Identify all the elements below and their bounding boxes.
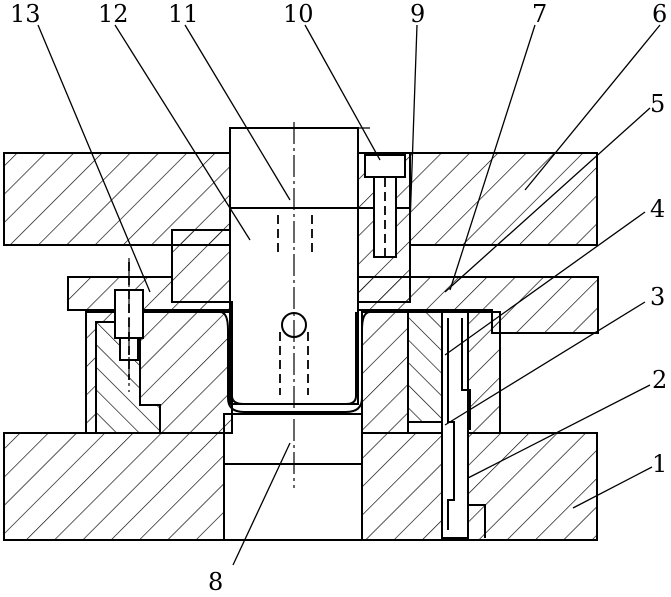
right-die-blocks: [361, 311, 501, 539]
callout-13: 13: [10, 0, 41, 28]
callout-8: 8: [208, 568, 223, 596]
punch-column: [229, 127, 370, 209]
callout-4: 4: [650, 195, 665, 223]
callout-3: 3: [650, 283, 665, 311]
formed-u-part: [219, 311, 371, 413]
callout-6: 6: [652, 0, 667, 28]
callout-7: 7: [532, 0, 547, 28]
screw-right: [364, 154, 406, 262]
leader-lines: [37, 24, 661, 566]
callout-11: 11: [168, 0, 199, 28]
callout-9: 9: [410, 0, 425, 28]
callout-12: 12: [98, 0, 129, 28]
stripper-plate: [67, 276, 599, 334]
callout-5: 5: [650, 90, 665, 118]
callout-2: 2: [652, 366, 667, 394]
punch-hidden-bore: [277, 215, 313, 395]
lower-base-plate: [3, 432, 598, 541]
ejector-block: [223, 413, 363, 541]
left-die-block: [85, 311, 233, 434]
callout-10: 10: [283, 0, 314, 28]
callout-1: 1: [652, 450, 667, 478]
